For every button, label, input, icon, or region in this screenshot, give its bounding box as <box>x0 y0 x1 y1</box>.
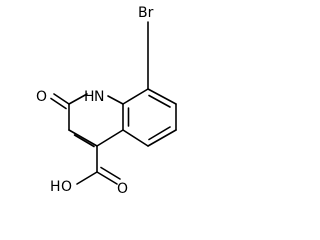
atom-label-ring-hydrogen: H <box>84 89 95 105</box>
bond-c8-c7 <box>147 88 177 105</box>
bond-c3-c4-inner <box>73 134 95 148</box>
bond-c4-c4a <box>96 129 124 147</box>
bond-c5-c4a <box>122 129 149 147</box>
bond-c2-o <box>53 93 70 105</box>
substituent-bonds <box>50 21 149 185</box>
bond-n1-c2 <box>68 93 88 105</box>
bond-c2-o-second <box>50 97 67 110</box>
quinolinone-structure-diagram: Br H N O H O O <box>36 5 177 197</box>
atom-label-hydroxyl-hydrogen: H <box>50 179 61 195</box>
bond-c6-c5-inner <box>148 126 171 141</box>
pyridinone-ring-bonds <box>68 93 124 148</box>
atom-label-hydroxyl-oxygen: O <box>61 179 72 195</box>
bond-cooh-o-second <box>100 166 121 180</box>
atom-label-acid-carbonyl-oxygen: O <box>117 181 128 197</box>
bond-c6-c5 <box>147 129 177 147</box>
bond-c3-c4 <box>68 129 98 147</box>
atom-label-ring-nitrogen: N <box>94 89 104 105</box>
atom-labels: Br H N O H O O <box>36 5 154 197</box>
atom-label-bromine: Br <box>138 5 154 21</box>
atom-label-carbonyl-oxygen: O <box>36 89 47 105</box>
bond-c8-c7-inner <box>148 94 171 108</box>
bond-cooh-oh <box>76 171 98 185</box>
bond-n1-c8a <box>107 95 124 105</box>
benzene-ring-bonds <box>122 88 177 147</box>
bond-cooh-o <box>96 171 118 185</box>
bond-c8a-c8 <box>122 88 149 105</box>
